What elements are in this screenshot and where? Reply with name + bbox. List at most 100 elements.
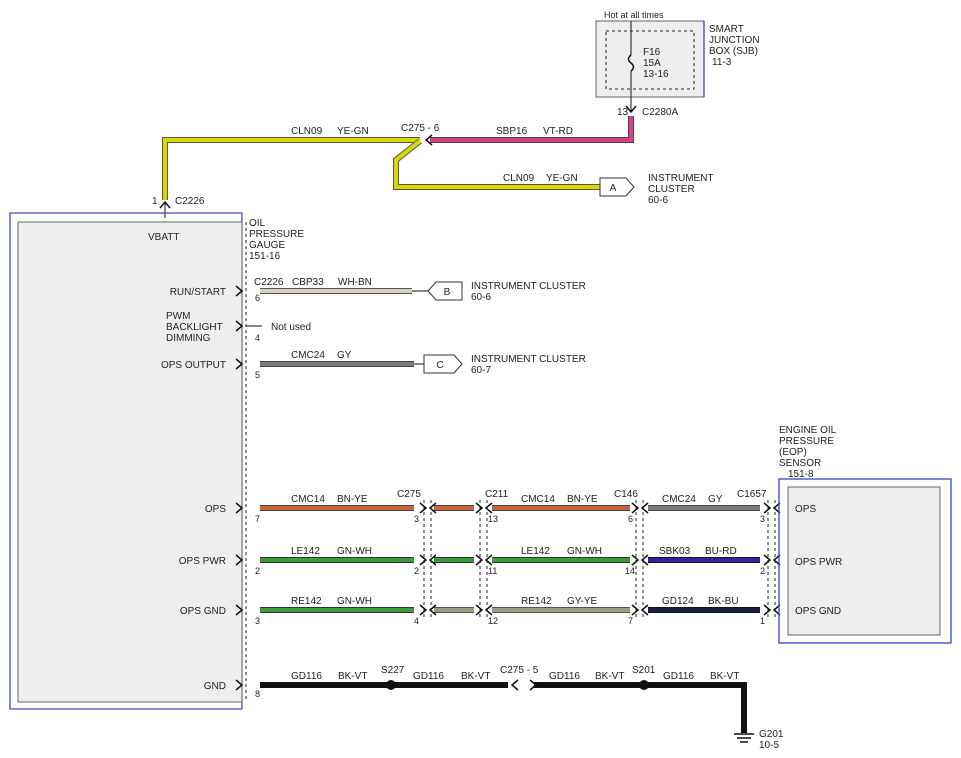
fuse-label: F16 [643, 47, 661, 58]
c2280a-terminal-icon [625, 105, 637, 114]
sensor-pin-ops-pwr: OPS PWR [795, 557, 842, 568]
sensor-pin-ops-gnd: OPS GND [795, 606, 841, 617]
sjb-title-1: SMART [709, 24, 744, 35]
gnd-seg3-circuit: GD116 [549, 671, 580, 682]
ops-gnd-pin-c211: 12 [488, 616, 498, 626]
ops-pwr-pin-c275: 2 [414, 566, 419, 576]
ops-pin-c275: 3 [414, 514, 419, 524]
pin-label-pwm-3: DIMMING [166, 333, 211, 344]
pin-num-pwm: 4 [255, 333, 260, 343]
sjb-title-2: JUNCTION [709, 35, 760, 46]
splice-s201 [639, 680, 649, 690]
ops-pwr-seg3-color: BU-RD [705, 546, 737, 557]
ops-gnd-pin-c275: 4 [414, 616, 419, 626]
run-start-circuit: C2226 CBP33 WH-BN B INSTRUMENT CLUSTER 6… [235, 277, 586, 303]
pin-num-ops-pwr: 2 [255, 566, 260, 576]
pin-label-ops-pwr: OPS PWR [179, 556, 226, 567]
run-start-color: WH-BN [338, 277, 372, 288]
cluster-c-letter: C [436, 360, 443, 371]
ops-gnd-seg2-color: GY-YE [567, 596, 598, 607]
top-right-color: VT-RD [543, 126, 573, 137]
pin-num-ops-output: 5 [255, 370, 260, 380]
pin-label-ops-gnd: OPS GND [180, 606, 226, 617]
pwm-terminal-icon [235, 320, 244, 332]
pin-num-ops: 7 [255, 514, 260, 524]
ops-gnd-circuit: RE142 GN-WH RE142 GY-YE GD124 BK-BU 4 12… [235, 596, 781, 626]
cluster-a-tag [599, 177, 635, 197]
oil-pressure-gauge: VBATT OIL PRESSURE GAUGE 151-16 RUN/STAR… [9, 212, 304, 710]
gnd-seg4-color: BK-VT [710, 671, 739, 682]
sjb-ref: 11-3 [712, 57, 732, 68]
cluster-b-title: INSTRUMENT CLUSTER [471, 281, 586, 292]
ops-output-color: GY [337, 350, 352, 361]
ops-gnd-terminal-gauge-icon [235, 604, 244, 616]
cluster-b-tag [427, 281, 463, 301]
cluster-a-letter: A [610, 183, 617, 194]
cluster-c-ref: 60-7 [471, 365, 491, 376]
run-start-terminal-icon [235, 285, 244, 297]
ops-gnd-seg1-color: GN-WH [337, 596, 372, 607]
run-start-connector: C2226 [254, 277, 284, 288]
gnd-seg1-color: BK-VT [338, 671, 367, 682]
sjb-pin: 13 [617, 107, 629, 118]
ops-output-circuit-id: CMC24 [291, 350, 325, 361]
ops-output-circuit: CMC24 GY C INSTRUMENT CLUSTER 60-7 [235, 350, 586, 376]
pin-num-run-start: 6 [255, 293, 260, 303]
connector-c275: C275 [397, 489, 421, 500]
ops-gnd-seg2-circuit: RE142 [521, 596, 552, 607]
ops-pwr-pin-c1657: 2 [760, 566, 765, 576]
splice-s227-label: S227 [381, 665, 405, 676]
ops-gnd-pin-c146: 7 [628, 616, 633, 626]
gauge-top-pin: 1 [152, 196, 158, 207]
gnd-c275-5-label: C275 - 5 [500, 665, 539, 676]
ops-pwr-seg1-circuit: LE142 [291, 546, 320, 557]
ops-gnd-seg1-circuit: RE142 [291, 596, 322, 607]
gnd-seg3-color: BK-VT [595, 671, 624, 682]
cluster-a-title-1: INSTRUMENT [648, 173, 714, 184]
cluster-b-ref: 60-6 [471, 292, 491, 303]
ops-gnd-seg3-color: BK-BU [708, 596, 739, 607]
ops-seg1-circuit: CMC14 [291, 494, 325, 505]
splice-s201-label: S201 [632, 665, 656, 676]
pin-num-ops-gnd: 3 [255, 616, 260, 626]
gauge-body [17, 221, 243, 703]
pin-label-ops-output: OPS OUTPUT [161, 360, 226, 371]
gauge-title-3: GAUGE [249, 240, 285, 251]
not-used-label: Not used [271, 322, 311, 333]
ops-pwr-circuit: LE142 GN-WH LE142 GN-WH SBK03 BU-RD 2 11… [235, 546, 781, 576]
ops-gnd-seg3-circuit: GD124 [662, 596, 694, 607]
cluster-a-connector: A INSTRUMENT CLUSTER 60-6 [599, 173, 714, 206]
splice-c275-6: C275 - 6 [401, 123, 440, 134]
gnd-terminal-gauge-icon [235, 679, 244, 691]
sensor-body [787, 486, 941, 636]
sjb-title-3: BOX (SJB) [709, 46, 758, 57]
ops-seg2-color: BN-YE [567, 494, 598, 505]
gnd-seg2-color: BK-VT [461, 671, 490, 682]
gauge-vbatt: VBATT [148, 232, 179, 243]
ops-circuit: CMC14 BN-YE CMC14 BN-YE CMC24 GY 3 13 6 … [235, 494, 781, 524]
ops-gnd-pin-c1657: 1 [760, 616, 765, 626]
ops-seg1-color: BN-YE [337, 494, 368, 505]
gnd-circuit: GD116 BK-VT S227 GD116 BK-VT C275 - 5 GD… [235, 665, 784, 751]
pin-label-gnd: GND [204, 681, 226, 692]
pin-label-pwm-1: PWM [166, 311, 190, 322]
ops-pin-c1657: 3 [760, 514, 765, 524]
pin-label-pwm-2: BACKLIGHT [166, 322, 223, 333]
ops-terminal-gauge-icon [235, 502, 244, 514]
top-left-color: YE-GN [337, 126, 369, 137]
smart-junction-box: Hot at all times F16 15A 13-16 SMART JUN… [595, 10, 760, 118]
ops-seg3-circuit: CMC24 [662, 494, 696, 505]
pin-label-run-start: RUN/START [170, 287, 226, 298]
sjb-body [595, 20, 705, 98]
sensor-title-2: PRESSURE [779, 436, 834, 447]
ops-pwr-seg3-circuit: SBK03 [659, 546, 691, 557]
c275-5-terminal-icon [510, 679, 519, 691]
ops-pin-c211: 13 [488, 514, 498, 524]
ops-pwr-pin-c146: 14 [625, 566, 635, 576]
sensor-title-3: (EOP) [779, 447, 807, 458]
sensor-pin-ops: OPS [795, 504, 816, 515]
cluster-c-title: INSTRUMENT CLUSTER [471, 354, 586, 365]
sensor-ref: 151-8 [788, 469, 814, 480]
ops-output-terminal-icon [235, 358, 244, 370]
